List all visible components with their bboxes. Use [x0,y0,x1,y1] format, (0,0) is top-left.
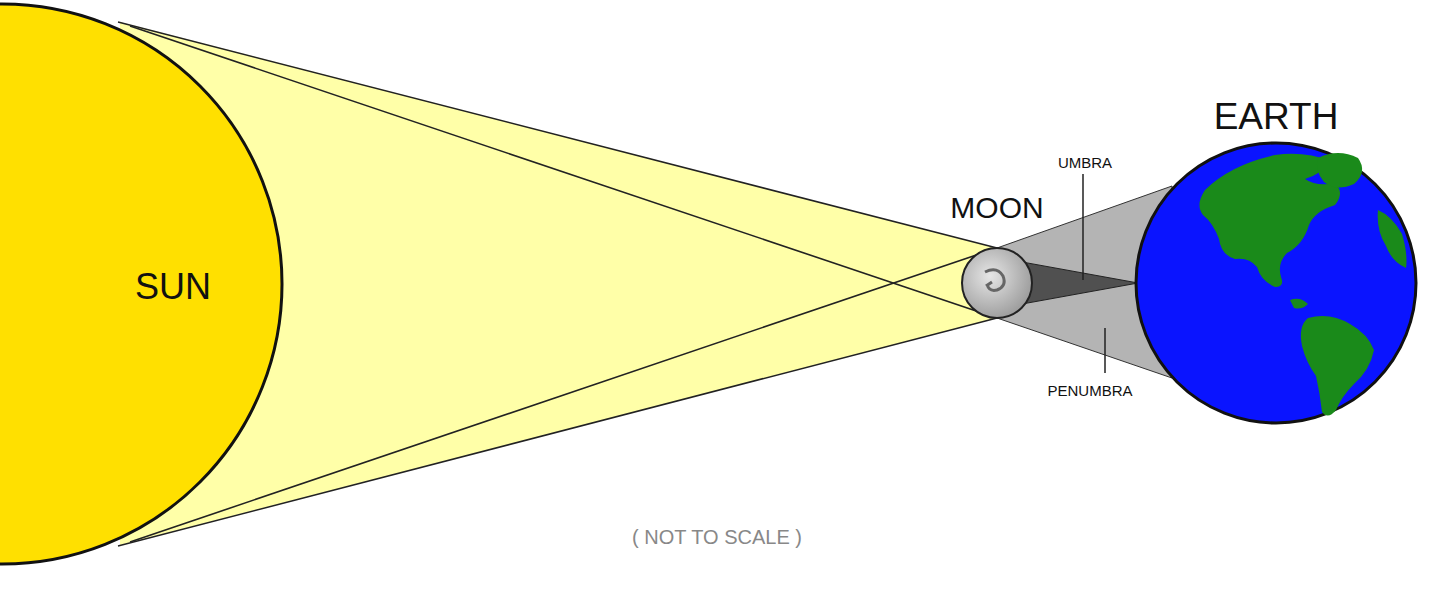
umbra-leader [1082,174,1084,280]
moon-node: MOON [962,248,1032,318]
sun-disc [0,4,282,564]
earth-globe [1136,143,1416,423]
scale-note: ( NOT TO SCALE ) [632,527,802,547]
moon-disc [962,248,1032,318]
light-rays [118,22,997,546]
earth-node: EARTH [1136,143,1416,423]
sun-node: SUN [0,4,282,564]
node-title: MOON [950,193,1043,223]
penumbra-leader [1104,328,1106,373]
moon-crater [985,270,1004,291]
node-title: EARTH [1214,98,1339,135]
penumbra-label: PENUMBRA [1047,383,1132,398]
node-title: SUN [135,269,211,305]
umbra-label: UMBRA [1058,155,1112,170]
continents [1199,153,1406,416]
